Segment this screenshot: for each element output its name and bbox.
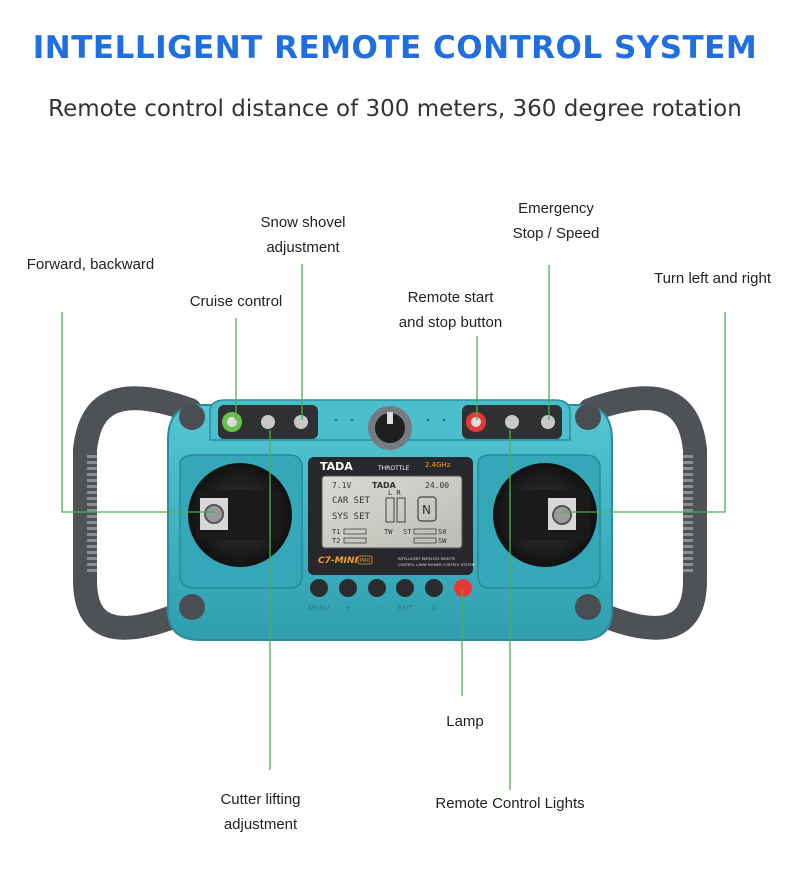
bolt-top-right	[575, 404, 601, 430]
remote-start-line1: Remote start	[407, 289, 494, 306]
button-label-menu: MENU	[309, 604, 330, 612]
model-name: C7-MINI	[318, 556, 358, 566]
lcd-lr: L R	[388, 489, 401, 497]
exit-button[interactable]	[396, 579, 414, 597]
bolt-bottom-right	[575, 594, 601, 620]
bolt-top-left	[179, 404, 205, 430]
cutter-line2: adjustment	[223, 816, 298, 833]
throttle-knob[interactable]	[368, 406, 412, 450]
label-emergency: Emergency Stop / Speed	[500, 196, 612, 246]
shovel-toggle[interactable]	[294, 415, 308, 429]
emergency-line1: Emergency	[518, 200, 594, 217]
right-joystick[interactable]	[477, 454, 601, 589]
brand-logo: TADA	[320, 460, 353, 473]
label-remote-start: Remote start and stop button	[388, 285, 513, 335]
button-label-minus: -	[376, 604, 379, 612]
lcd-mode: N	[422, 503, 431, 517]
remote-start-line2: and stop button	[398, 314, 503, 331]
right-handle	[578, 386, 707, 640]
button-row: MENU + - EXIT ⊙	[309, 579, 472, 612]
lcd-sys-set: SYS SET	[332, 512, 371, 522]
label-forward-backward: Forward, backward	[26, 256, 155, 273]
lcd-voltage: 7.1V	[332, 481, 351, 490]
label-snow-shovel: Snow shovel adjustment	[248, 210, 358, 260]
label-cruise-control: Cruise control	[189, 293, 283, 310]
snow-shovel-line2: adjustment	[266, 239, 340, 256]
label-remote-lights: Remote Control Lights	[435, 795, 585, 812]
lcd-tw: TW	[384, 528, 393, 536]
panel-dots	[334, 418, 446, 422]
button-label-exit: EXIT	[397, 604, 413, 612]
callout-lines	[61, 264, 726, 790]
lcd-t1: T1	[332, 528, 340, 536]
page-title: INTELLIGENT REMOTE CONTROL SYSTEM	[32, 30, 758, 66]
line-turn	[562, 312, 726, 513]
lcd-car-set: CAR SET	[332, 496, 371, 506]
emergency-toggle[interactable]	[541, 415, 555, 429]
lcd-sw: SW	[438, 537, 447, 545]
left-joystick[interactable]	[179, 454, 303, 589]
lcd-s0: S0	[438, 528, 446, 536]
minus-button[interactable]	[368, 579, 386, 597]
cutter-line1: Cutter lifting	[220, 791, 301, 808]
tagline-line1: INTELLIGENT WIRELESS REMOTE	[398, 557, 455, 561]
line-forward-backward	[61, 312, 215, 513]
right-switch-panel	[462, 405, 562, 439]
button-label-function: ⊙	[431, 604, 437, 612]
lcd-t2: T2	[332, 537, 340, 545]
label-lamp: Lamp	[446, 713, 484, 730]
tagline-line2: CONTROL LAWN MOWER CONTROL SYSTEM	[398, 563, 475, 567]
page-subtitle: Remote control distance of 300 meters, 3…	[48, 96, 742, 122]
label-cutter-lifting: Cutter lifting adjustment	[203, 787, 318, 837]
lcd-screen	[321, 475, 463, 549]
cruise-toggle[interactable]	[261, 415, 275, 429]
function-button[interactable]	[425, 579, 443, 597]
band-label: 2.4GHz	[425, 461, 451, 469]
throttle-label: THROTTLE	[377, 465, 410, 472]
lamp-button[interactable]	[454, 579, 472, 597]
menu-button[interactable]	[310, 579, 328, 597]
lcd-value: 24.00	[425, 481, 449, 490]
label-turn-left-right: Turn left and right	[653, 270, 771, 287]
lcd-st: ST	[403, 528, 412, 536]
center-panel: TADA THROTTLE 2.4GHz 7.1V TADA 24.00 CAR…	[308, 457, 475, 575]
left-switch-panel	[218, 405, 318, 439]
start-stop-toggle[interactable]	[505, 415, 519, 429]
lcd-brand: TADA	[372, 481, 397, 490]
snow-shovel-line1: Snow shovel	[260, 214, 346, 231]
bolt-bottom-left	[179, 594, 205, 620]
model-badge: PRO	[360, 558, 370, 564]
emergency-line2: Stop / Speed	[512, 225, 600, 242]
plus-button[interactable]	[339, 579, 357, 597]
left-handle	[73, 386, 202, 640]
button-label-plus: +	[345, 604, 351, 612]
